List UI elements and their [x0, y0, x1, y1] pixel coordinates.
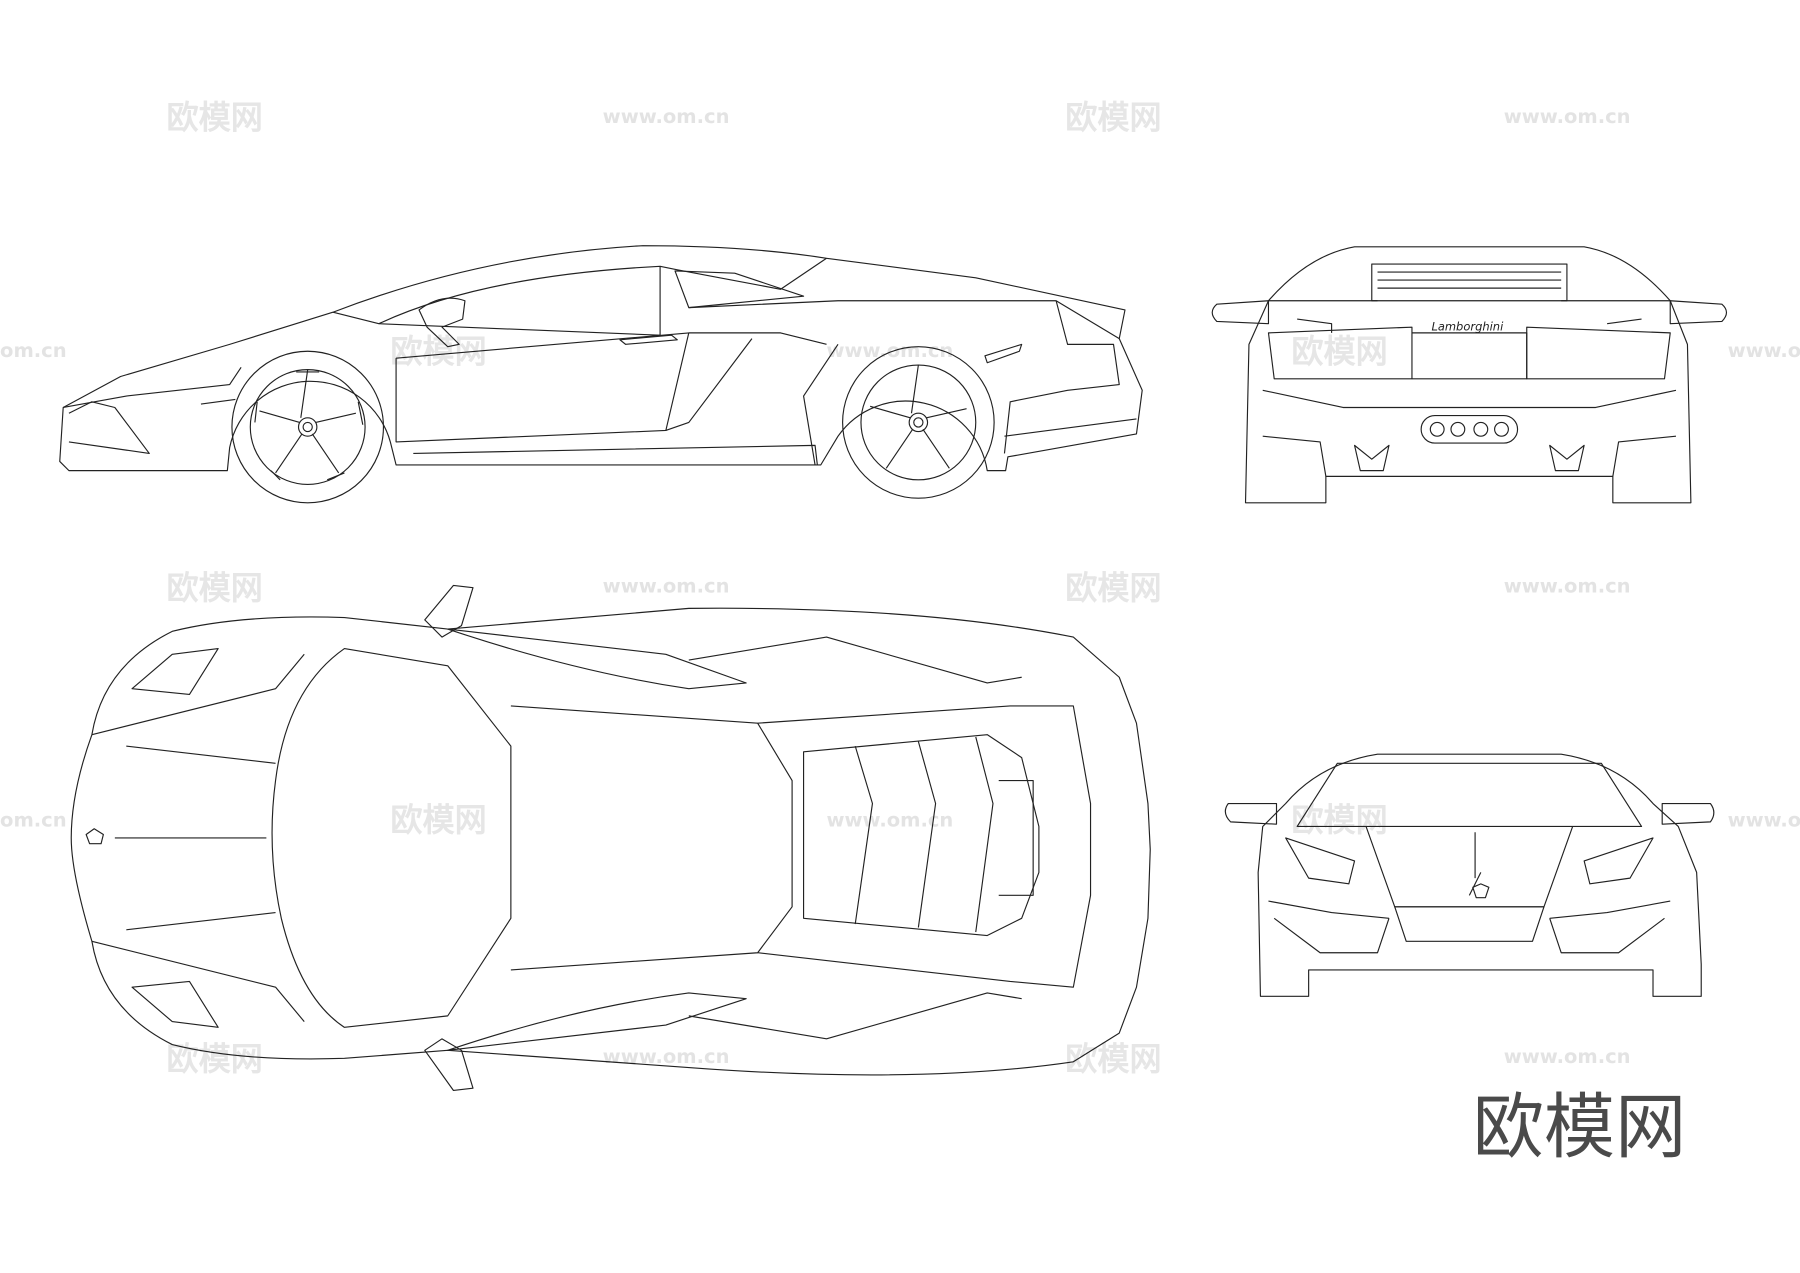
front-view: [1224, 753, 1715, 997]
watermark-url-partial: om.cn: [0, 339, 67, 362]
side-view: [59, 245, 1143, 504]
watermark-site-name: 欧模网: [1065, 1040, 1161, 1078]
watermark-url: www.om.cn: [603, 574, 730, 597]
watermark-url: www.om.cn: [603, 1045, 730, 1068]
watermark-url: www.om.cn: [603, 105, 730, 128]
watermarks: 欧模网 欧模网 欧模网 欧模网 欧模网 欧模网 欧模网 欧模网 欧模网 欧模网 …: [0, 99, 1800, 1078]
brand-logo: 欧模网: [1473, 1085, 1686, 1168]
watermark-url: www.om.cn: [1728, 808, 1800, 831]
watermark-url: www.om.cn: [1504, 105, 1631, 128]
watermark-url: www.om.cn: [1504, 574, 1631, 597]
watermark-site-name: 欧模网: [1065, 99, 1161, 137]
top-view: [70, 584, 1151, 1092]
watermark-url-partial: om.cn: [0, 808, 67, 831]
watermark-url: www.om.cn: [827, 808, 954, 831]
rear-badge-text: Lamborghini: [1431, 320, 1504, 334]
watermark-site-name: 欧模网: [167, 1040, 263, 1078]
watermark-site-name: 欧模网: [390, 801, 486, 839]
watermark-site-name: 欧模网: [1291, 333, 1387, 371]
watermark-url: www.om.cn: [1504, 1045, 1631, 1068]
watermark-url: www.om.cn: [827, 339, 954, 362]
watermark-site-name: 欧模网: [1291, 801, 1387, 839]
watermark-site-name: 欧模网: [1065, 569, 1161, 607]
watermark-site-name: 欧模网: [167, 99, 263, 137]
rear-view: Lamborghini: [1211, 246, 1728, 504]
watermark-url: www.om.cn: [1728, 339, 1800, 362]
watermark-site-name: 欧模网: [167, 569, 263, 607]
